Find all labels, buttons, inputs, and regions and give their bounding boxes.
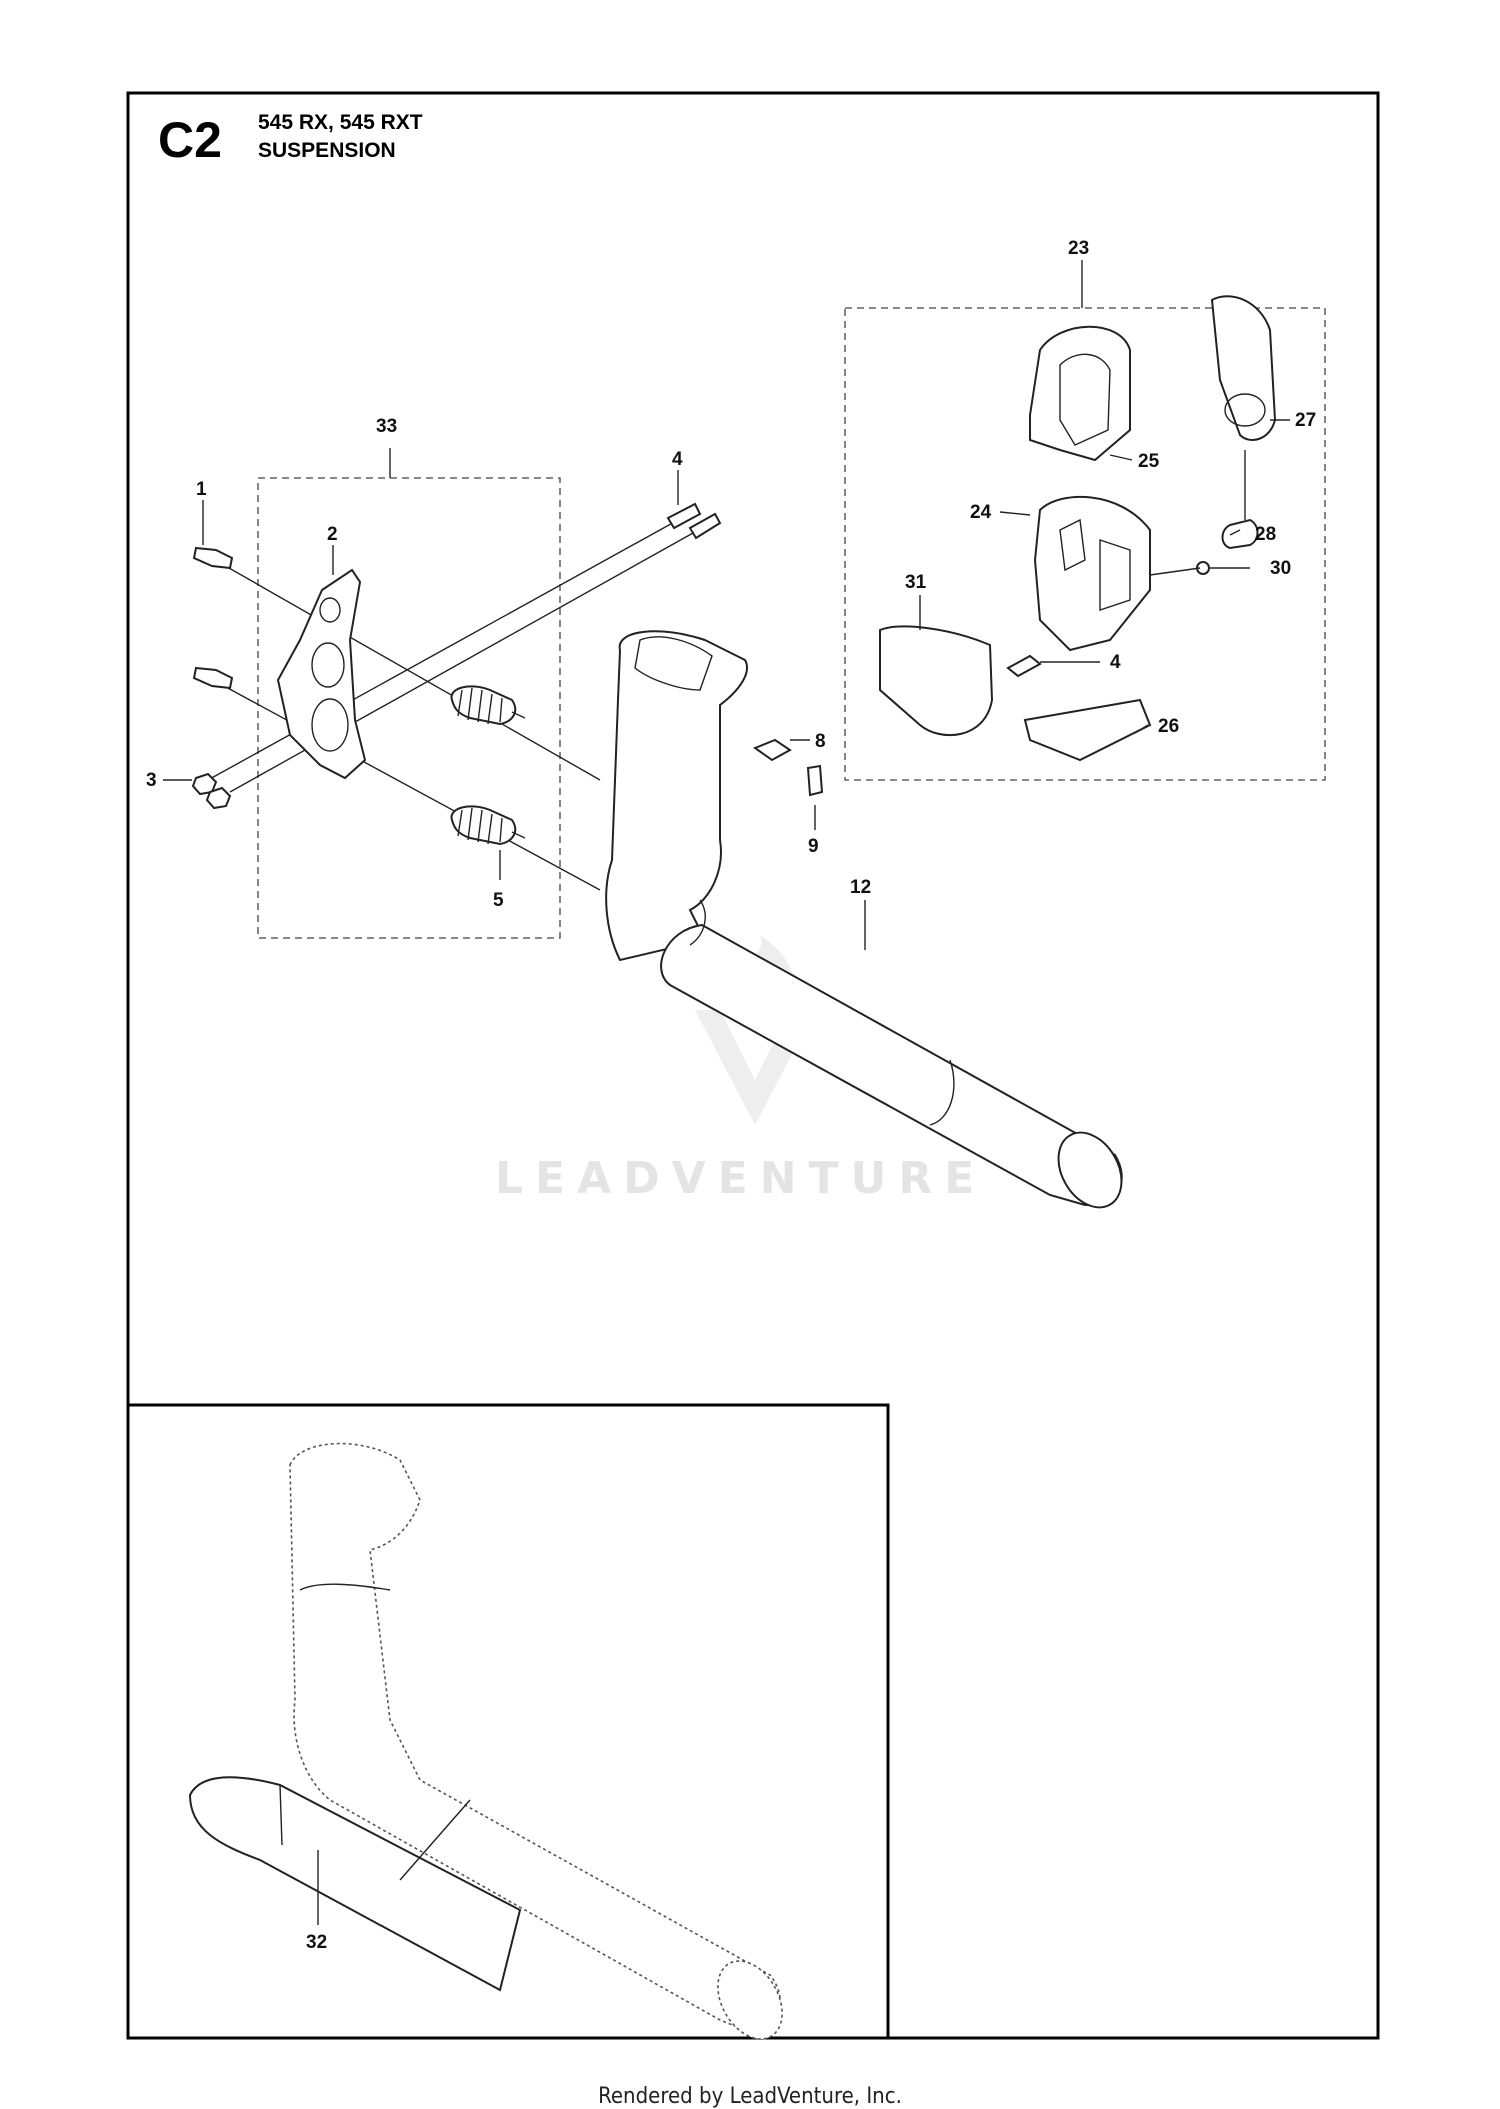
watermark-text: LEADVENTURE (495, 1153, 986, 1204)
callout-31: 31 (905, 572, 927, 593)
group-box-33 (257, 477, 561, 939)
rubber-spring-upper (450, 685, 526, 726)
callout-1: 1 (196, 479, 207, 500)
screw-1 (192, 546, 234, 570)
pin-28 (1221, 518, 1259, 550)
inset-handle-drawing (188, 1442, 783, 2040)
model-list: 545 RX, 545 RXT (258, 111, 423, 134)
cover-25 (1029, 325, 1131, 462)
nut-3 (191, 772, 232, 810)
handle-tube-12 (605, 630, 1123, 1209)
callout-3: 3 (146, 770, 157, 791)
rubber-spring-5 (450, 805, 526, 846)
group-box-23 (844, 307, 1326, 781)
callout-24: 24 (970, 502, 992, 523)
callout-4-small: 4 (1110, 652, 1121, 673)
spacer-9 (806, 764, 824, 797)
callout-33: 33 (376, 416, 397, 437)
callout-4: 4 (672, 449, 683, 470)
callout-8: 8 (815, 731, 826, 752)
callout-26: 26 (1158, 716, 1179, 737)
trigger-27 (1210, 295, 1277, 441)
callout-30: 30 (1270, 558, 1291, 579)
callout-leaders (163, 419, 1290, 1925)
inset-frame (126, 1403, 890, 2040)
callout-23: 23 (1068, 238, 1089, 259)
callout-9: 9 (808, 836, 819, 857)
screw-4-small (1006, 654, 1042, 678)
grip-cover-31 (879, 625, 994, 737)
screw-lower (192, 666, 234, 690)
callout-25: 25 (1138, 451, 1160, 472)
diagram-code: C2 (158, 112, 222, 168)
callout-5: 5 (493, 890, 504, 911)
switch-26 (1023, 698, 1152, 762)
callout-27: 27 (1295, 410, 1316, 431)
nut-8 (752, 738, 792, 762)
footer-credit: Rendered by LeadVenture, Inc. (598, 2084, 902, 2109)
callout-12: 12 (850, 877, 871, 898)
suspension-bracket-2 (276, 568, 367, 780)
callout-32: 32 (306, 1932, 327, 1953)
callout-2: 2 (327, 524, 338, 545)
grip-housing-24 (1033, 495, 1151, 652)
callout-28: 28 (1255, 524, 1276, 545)
section-title: SUSPENSION (258, 139, 396, 162)
